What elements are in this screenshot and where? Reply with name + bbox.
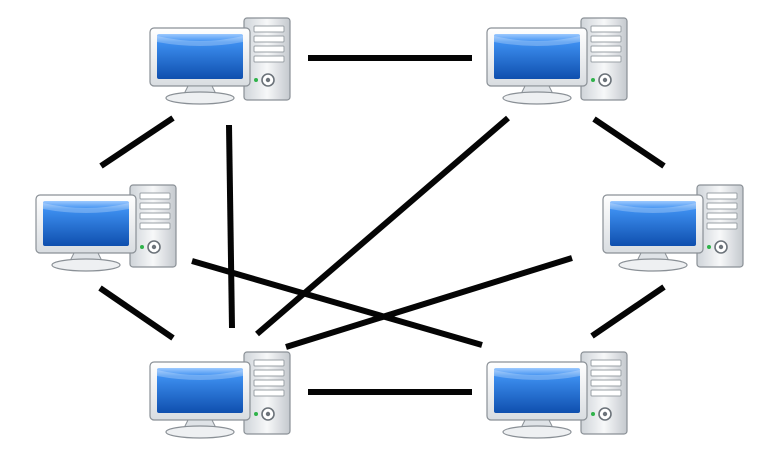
pc-top-right xyxy=(486,17,628,105)
computer-nodes xyxy=(35,17,744,439)
desktop-computer-icon xyxy=(149,351,291,439)
connection-lines xyxy=(98,55,666,395)
desktop-computer-icon xyxy=(486,351,628,439)
desktop-computer-icon xyxy=(486,17,628,105)
link-top-left-bottom-left xyxy=(226,124,235,329)
link-top-left-middle-left xyxy=(99,115,175,169)
link-top-right-middle-right xyxy=(592,116,666,169)
desktop-computer-icon xyxy=(35,184,177,272)
link-top-right-bottom-left xyxy=(255,115,510,337)
pc-middle-right xyxy=(602,184,744,272)
link-middle-left-bottom-right xyxy=(191,258,483,348)
pc-middle-left xyxy=(35,184,177,272)
link-middle-right-bottom-left xyxy=(285,255,573,350)
link-middle-right-bottom-right xyxy=(590,284,666,339)
pc-bottom-left xyxy=(149,351,291,439)
pc-bottom-right xyxy=(486,351,628,439)
desktop-computer-icon xyxy=(602,184,744,272)
link-middle-left-bottom-left xyxy=(98,285,175,341)
pc-top-left xyxy=(149,17,291,105)
desktop-computer-icon xyxy=(149,17,291,105)
